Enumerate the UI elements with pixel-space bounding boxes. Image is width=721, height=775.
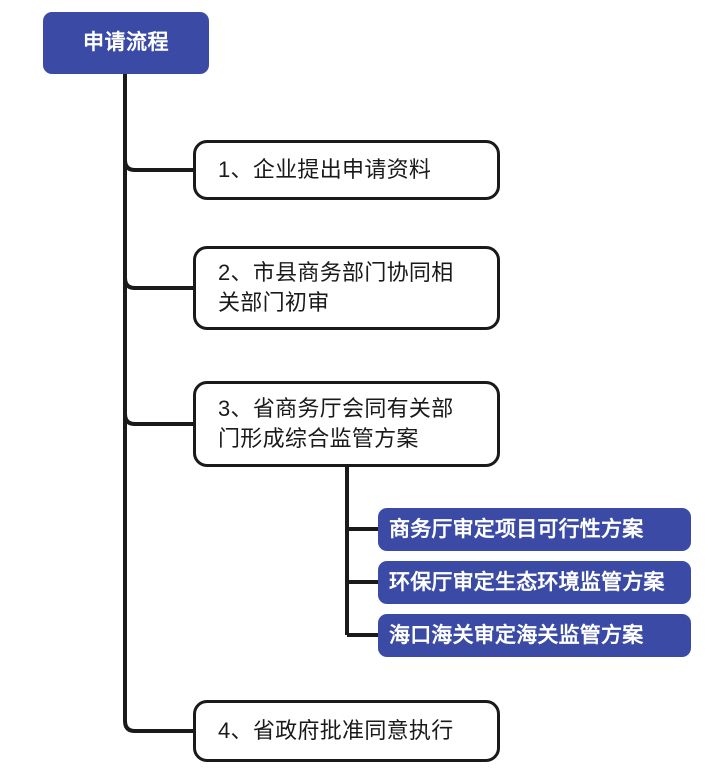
branch-step-3 [123, 413, 193, 426]
step-node-2-label: 2、市县商务部门协同相 关部门初审 [218, 259, 454, 315]
substep-node-2-label: 环保厅审定生态环境监管方案 [389, 570, 665, 594]
substep-node-1[interactable]: 商务厅审定项目可行性方案 [378, 508, 691, 551]
branch-step-1 [123, 159, 193, 172]
substep-node-3-label: 海口海关审定海关监管方案 [389, 623, 644, 647]
step-node-3[interactable]: 3、省商务厅会同有关部 门形成综合监管方案 [193, 381, 500, 467]
branch-step-2 [123, 277, 193, 290]
step-node-4-label: 4、省政府批准同意执行 [218, 717, 454, 743]
substep-node-2[interactable]: 环保厅审定生态环境监管方案 [378, 561, 691, 604]
root-node[interactable]: 申请流程 [43, 12, 209, 74]
substep-node-1-label: 商务厅审定项目可行性方案 [389, 517, 644, 541]
step-node-4[interactable]: 4、省政府批准同意执行 [193, 700, 500, 762]
step-node-2[interactable]: 2、市县商务部门协同相 关部门初审 [193, 246, 500, 330]
trunk-main [123, 74, 193, 733]
root-node-label: 申请流程 [83, 31, 169, 55]
substep-node-3[interactable]: 海口海关审定海关监管方案 [378, 614, 691, 657]
step-node-1[interactable]: 1、企业提出申请资料 [193, 140, 500, 200]
step-node-3-label: 3、省商务厅会同有关部 门形成综合监管方案 [218, 395, 454, 451]
step-node-1-label: 1、企业提出申请资料 [218, 156, 432, 182]
